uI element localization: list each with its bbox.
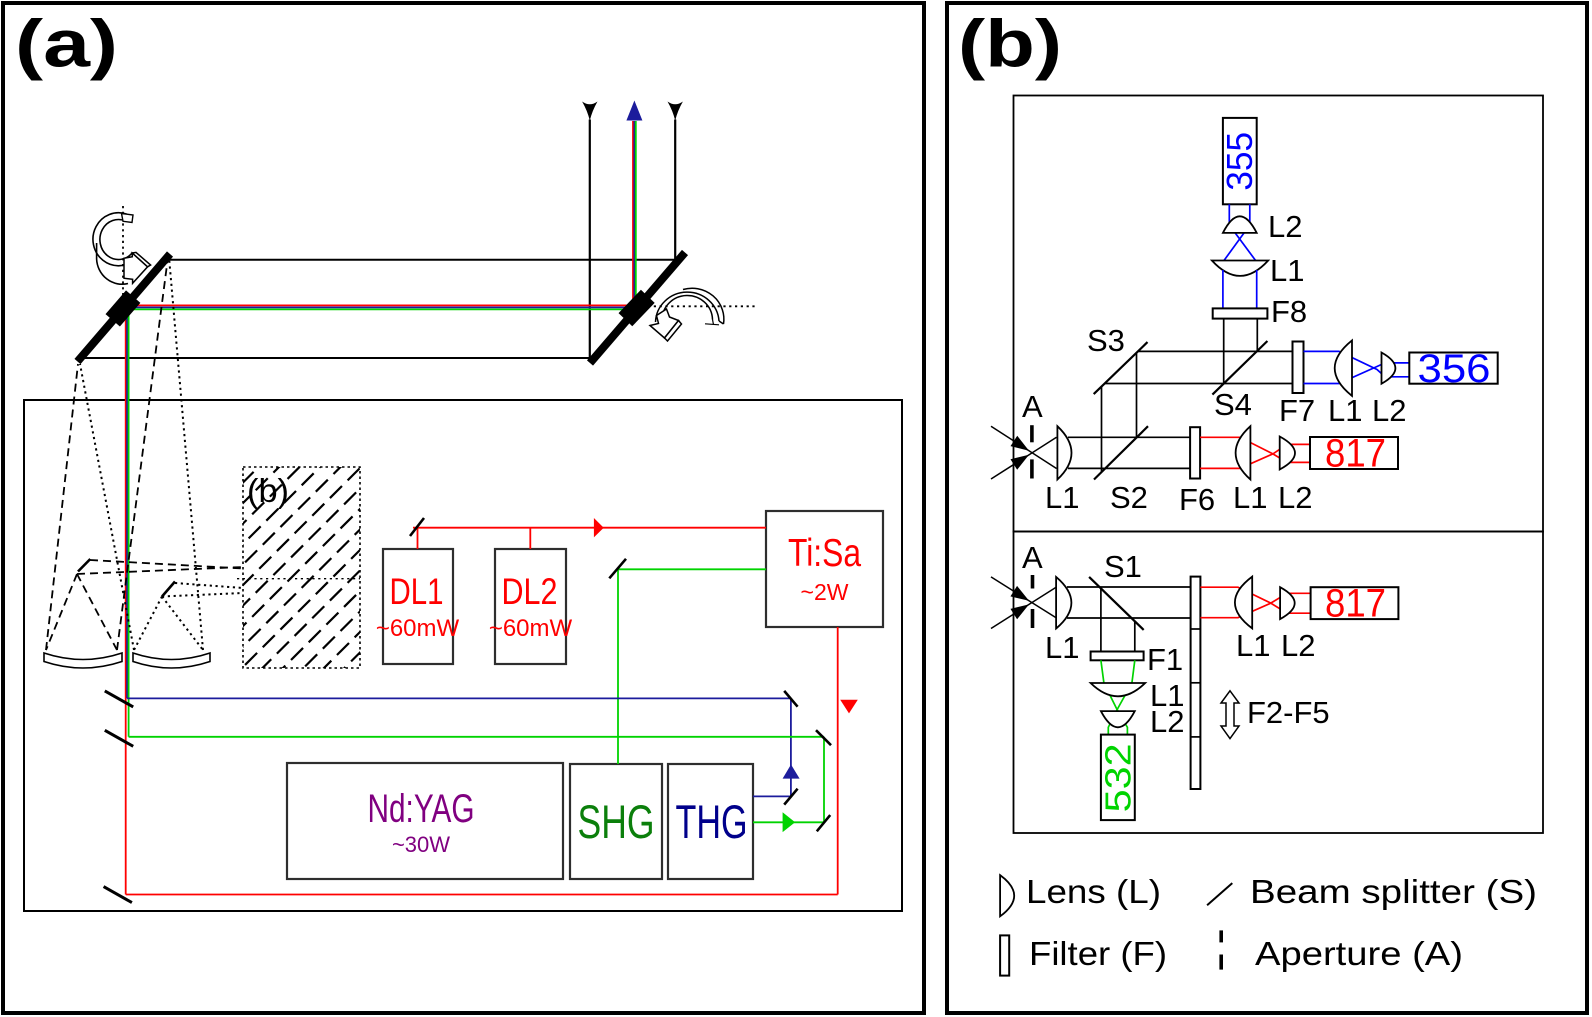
svg-text:S1: S1	[1104, 549, 1142, 584]
svg-text:L2: L2	[1268, 209, 1302, 244]
svg-text:SHG: SHG	[578, 795, 655, 848]
svg-text:L1: L1	[1150, 678, 1184, 713]
svg-text:F2-F5: F2-F5	[1247, 695, 1330, 730]
svg-text:F6: F6	[1179, 482, 1215, 517]
svg-text:F1: F1	[1147, 642, 1183, 677]
svg-text:S3: S3	[1087, 323, 1125, 358]
svg-text:Aperture (A): Aperture (A)	[1255, 935, 1463, 972]
svg-text:Nd:YAG: Nd:YAG	[368, 787, 475, 831]
svg-text:F8: F8	[1271, 294, 1307, 329]
svg-text:L1: L1	[1045, 480, 1079, 515]
svg-text:356: 356	[1418, 347, 1491, 391]
svg-text:THG: THG	[676, 795, 748, 848]
svg-text:Lens (L): Lens (L)	[1026, 873, 1161, 910]
svg-text:DL2: DL2	[502, 571, 558, 612]
svg-text:355: 355	[1219, 132, 1260, 191]
svg-text:A: A	[1022, 389, 1043, 424]
svg-text:Ti:Sa: Ti:Sa	[788, 532, 861, 575]
svg-text:~60mW: ~60mW	[489, 615, 573, 642]
svg-text:(b): (b)	[958, 7, 1062, 82]
svg-text:L1: L1	[1328, 393, 1362, 428]
svg-text:(b): (b)	[247, 472, 289, 509]
svg-text:817: 817	[1325, 582, 1386, 626]
svg-text:Filter (F): Filter (F)	[1029, 935, 1167, 972]
svg-text:L2: L2	[1150, 704, 1184, 739]
svg-text:S2: S2	[1110, 480, 1148, 515]
svg-text:DL1: DL1	[390, 571, 444, 612]
svg-text:L1: L1	[1270, 253, 1304, 288]
svg-text:~2W: ~2W	[801, 579, 849, 605]
svg-text:L2: L2	[1278, 480, 1312, 515]
svg-text:532: 532	[1098, 743, 1139, 812]
svg-text:L1: L1	[1045, 630, 1079, 665]
svg-text:L2: L2	[1281, 628, 1315, 663]
svg-text:S4: S4	[1214, 387, 1252, 422]
svg-text:L1: L1	[1233, 480, 1267, 515]
svg-text:L1: L1	[1236, 628, 1270, 663]
svg-text:(a): (a)	[15, 7, 118, 82]
svg-text:L2: L2	[1372, 393, 1406, 428]
svg-text:~30W: ~30W	[392, 832, 450, 857]
svg-text:Beam splitter (S): Beam splitter (S)	[1250, 873, 1537, 910]
svg-text:A: A	[1022, 540, 1043, 575]
svg-text:F7: F7	[1279, 393, 1315, 428]
svg-text:817: 817	[1325, 432, 1386, 476]
svg-text:~60mW: ~60mW	[376, 615, 460, 642]
